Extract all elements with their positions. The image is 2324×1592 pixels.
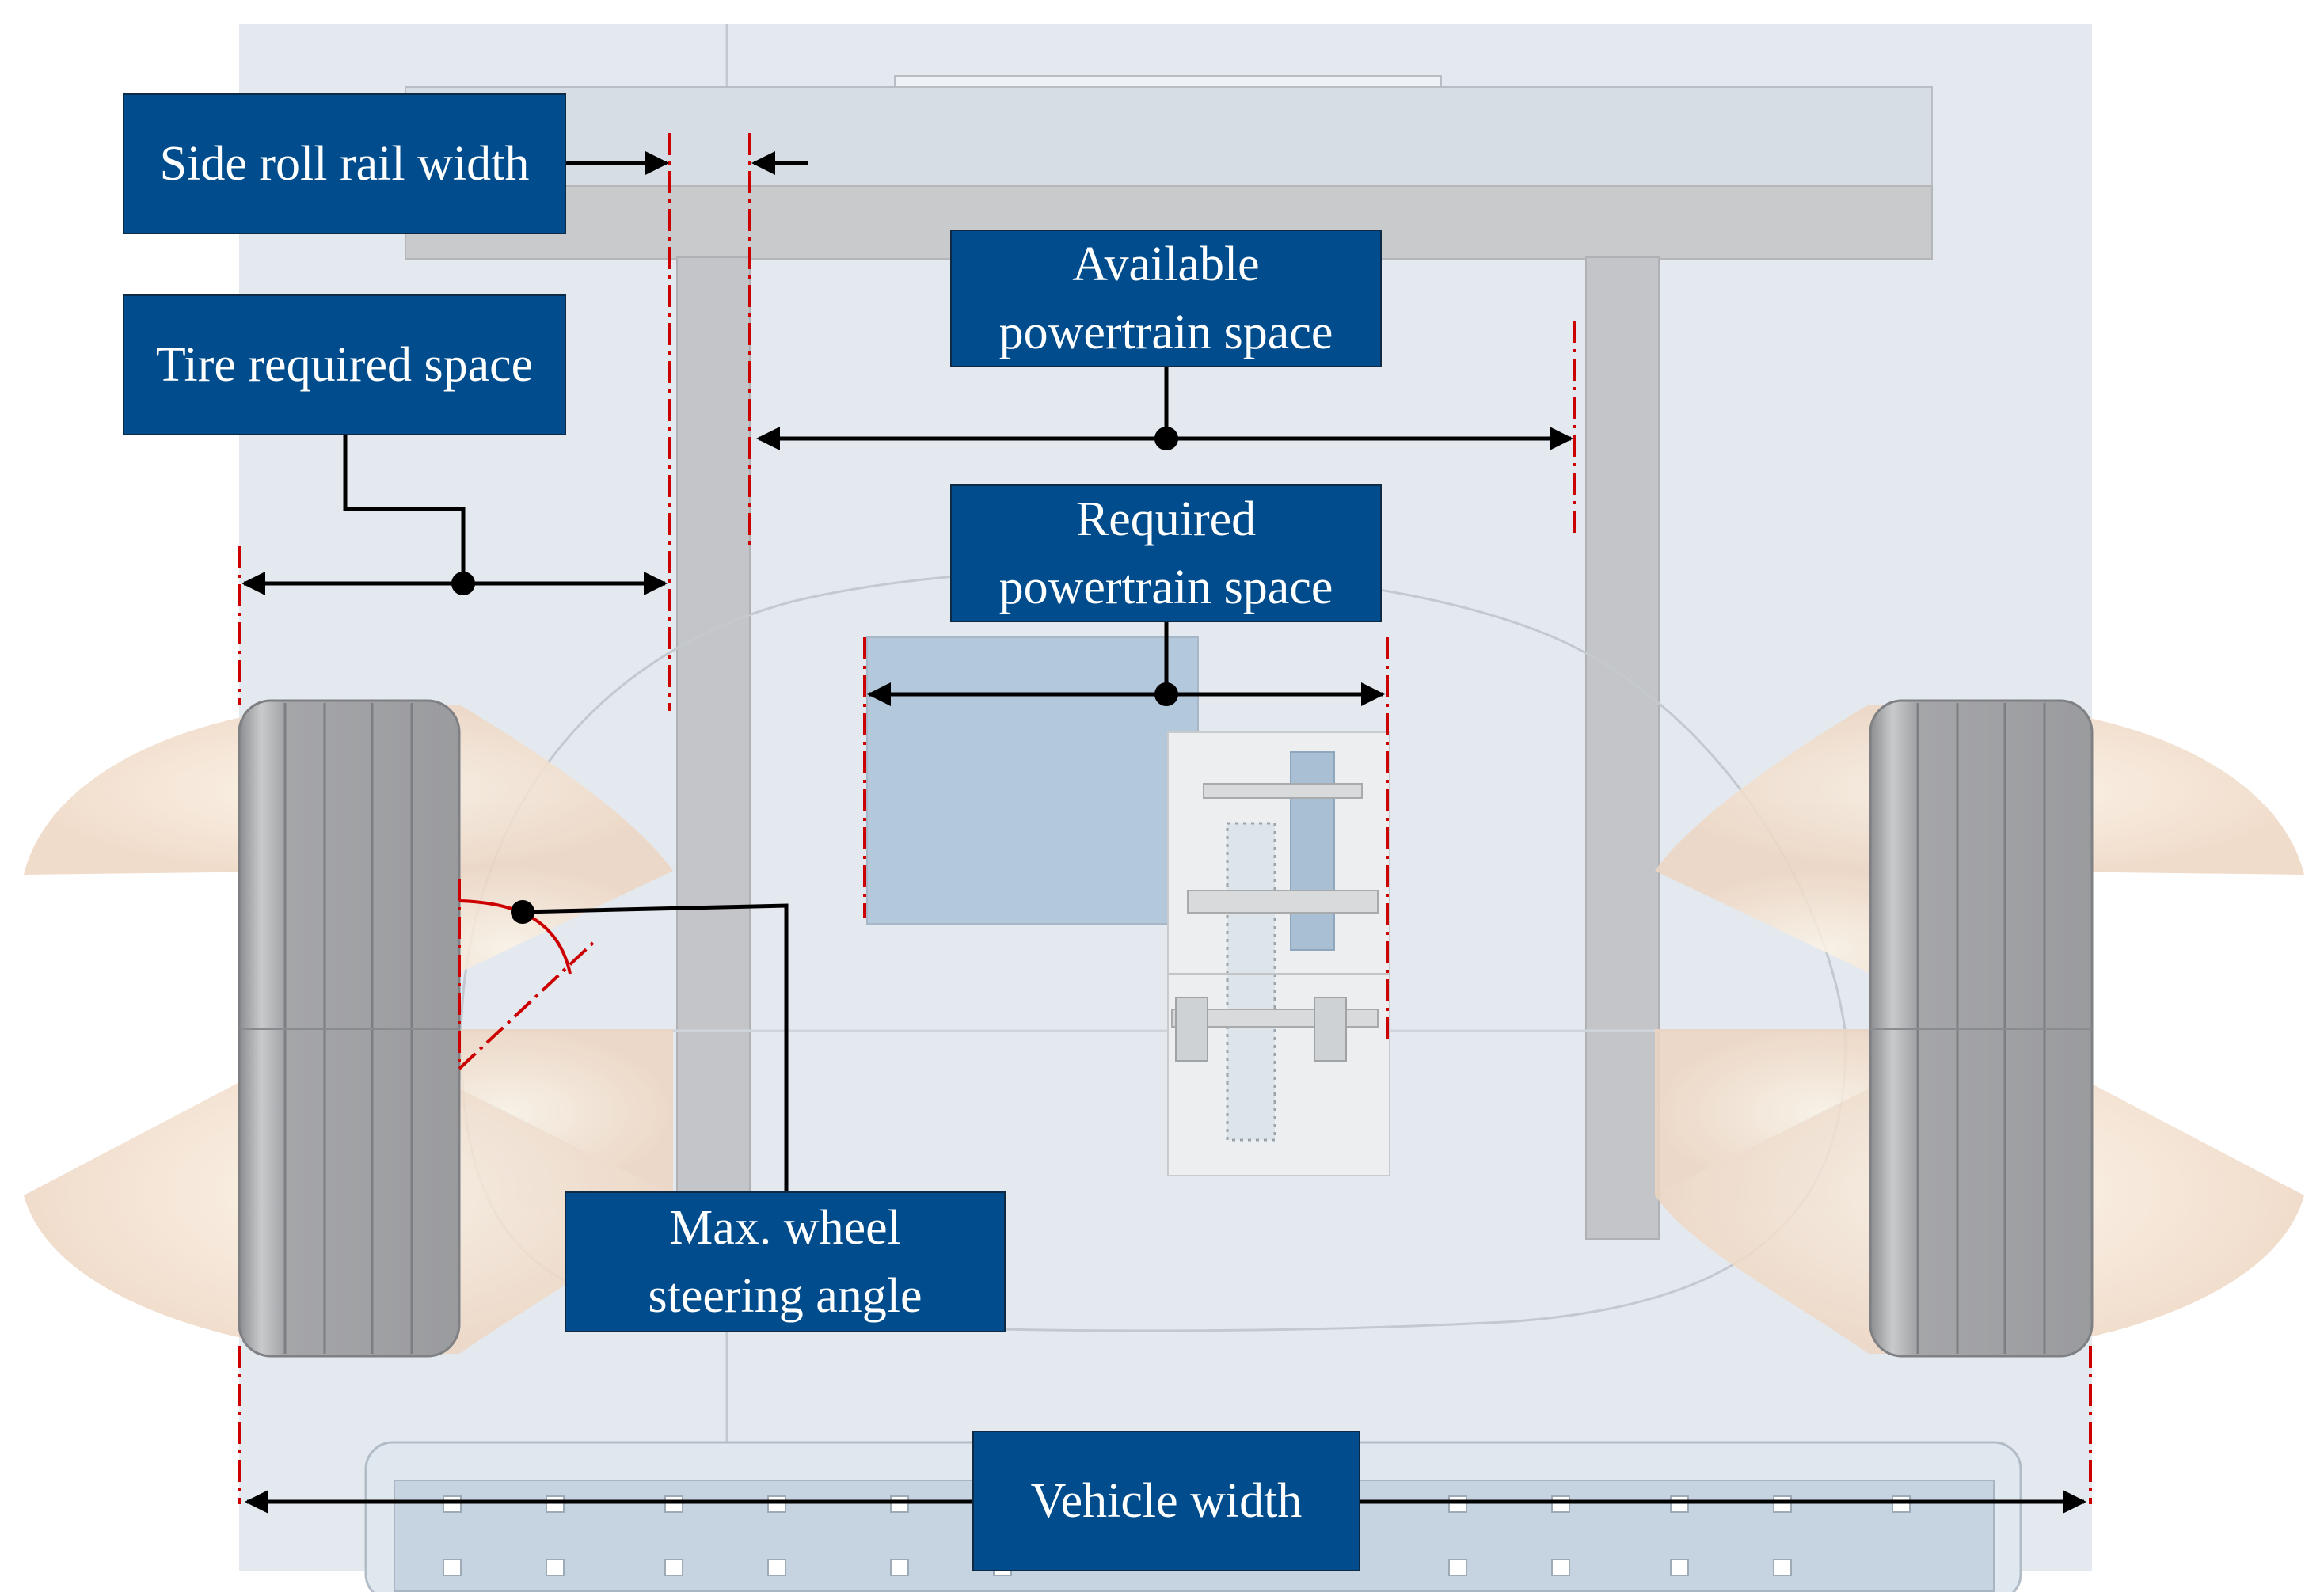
cross-member-upper (405, 86, 1933, 187)
vehicle-width-text: Vehicle width (1030, 1474, 1303, 1528)
side-roll-rail-right (1585, 256, 1660, 1240)
required-powertrain-space-line2: powertrain space (998, 560, 1333, 614)
boundary-lines (238, 133, 2092, 1504)
motor-block (866, 636, 1199, 925)
steering-angle-line (458, 940, 595, 1070)
tire-required-space-text: Tire required space (155, 338, 534, 392)
max-wheel-steering-angle-label: Max. wheel steering angle (565, 1191, 1006, 1332)
required-powertrain-space-line1: Required (1075, 492, 1257, 546)
max-wheel-steering-angle-line1: Max. wheel (669, 1201, 901, 1255)
side-roll-rail-width-label: Side roll rail width (123, 93, 566, 234)
tire-required-space-label: Tire required space (123, 294, 566, 435)
available-powertrain-space-line1: Available (1072, 237, 1260, 291)
steering-label-leader (522, 903, 789, 1192)
vehicle-width-label: Vehicle width (972, 1431, 1360, 1571)
available-powertrain-space-line2: powertrain space (998, 306, 1333, 359)
max-wheel-steering-angle-line2: steering angle (648, 1269, 922, 1323)
required-powertrain-space-label: Required powertrain space (950, 484, 1382, 622)
side-roll-rail-width-text: Side roll rail width (159, 137, 530, 191)
side-roll-rail-left (676, 256, 751, 1252)
tire-right (1869, 699, 2094, 1358)
gearbox (1167, 731, 1390, 1176)
available-powertrain-space-label: Available powertrain space (950, 230, 1382, 367)
tire-label-leader (343, 434, 466, 583)
dimension-nodes (451, 427, 1178, 924)
tire-left (238, 699, 461, 1358)
